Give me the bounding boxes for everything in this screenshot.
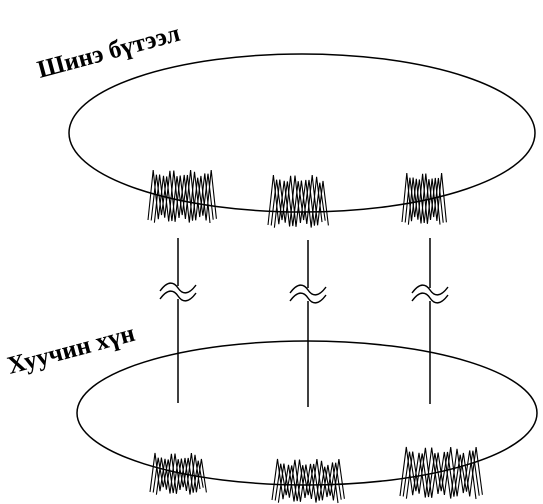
zigzag-stroke <box>271 458 339 504</box>
zigzag-stroke <box>277 459 345 503</box>
zigzag-stroke <box>274 462 342 502</box>
zigzag-stroke <box>147 169 211 224</box>
break-gap <box>306 288 310 301</box>
break-tilde <box>289 292 327 304</box>
zigzag-stroke <box>399 446 477 500</box>
zigzag-stroke <box>402 450 480 498</box>
top-label: Шинэ бүтээл <box>35 20 183 84</box>
break-symbol-right <box>411 284 449 304</box>
break-tilde <box>411 292 449 304</box>
break-gap <box>428 288 432 301</box>
zigzag-stroke <box>273 175 329 228</box>
zigzag-top-middle <box>267 174 329 228</box>
zigzag-bottom-middle <box>271 458 345 504</box>
break-symbol-middle <box>289 284 327 304</box>
zigzag-top-left <box>147 169 217 224</box>
zigzag-stroke <box>155 453 207 495</box>
break-tilde <box>411 284 449 296</box>
break-tilde <box>289 284 327 296</box>
zigzag-bottom-right <box>399 446 483 500</box>
zigzag-bottom-left <box>149 452 207 495</box>
zigzag-stroke <box>405 447 483 499</box>
break-tilde <box>159 282 197 294</box>
zigzag-stroke <box>407 173 447 225</box>
break-tilde <box>159 290 197 302</box>
bottom-label: Хуучин хүн <box>5 320 138 380</box>
break-gap <box>176 286 180 299</box>
zigzag-top-right <box>401 172 447 225</box>
zigzag-stroke <box>153 170 217 223</box>
zigzag-stroke <box>150 173 214 222</box>
break-symbol-left <box>159 282 197 302</box>
